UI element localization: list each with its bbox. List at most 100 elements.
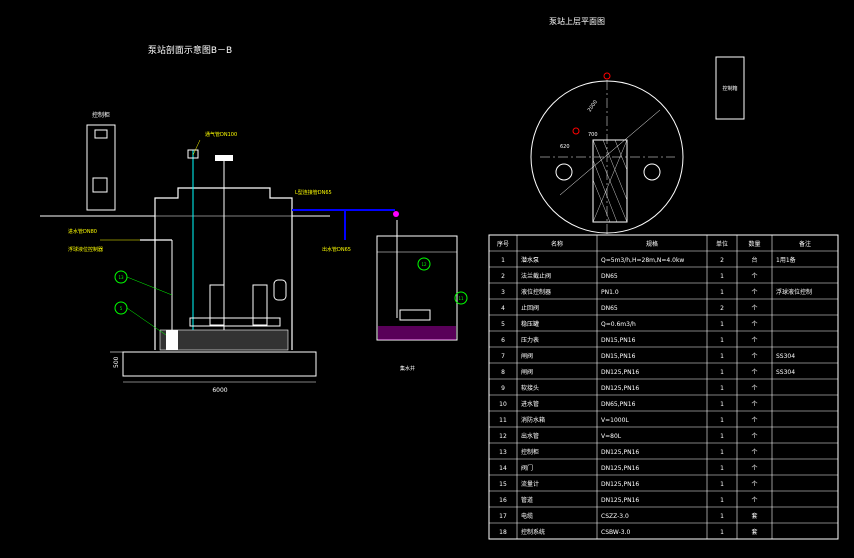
vent-note: 通气管DN100 bbox=[205, 131, 237, 138]
table-cell: 控制系统 bbox=[521, 528, 545, 536]
inlet-note: 进水管DN80 bbox=[68, 228, 97, 235]
table-cell: 6 bbox=[501, 337, 505, 344]
table-cell: 2 bbox=[501, 273, 505, 280]
table-cell: 1 bbox=[720, 449, 724, 456]
table-cell: 2 bbox=[720, 257, 724, 264]
top-box-label: 控制箱 bbox=[722, 85, 737, 92]
table-border bbox=[488, 234, 839, 540]
table-cell: DN125,PN16 bbox=[601, 481, 639, 488]
cabinet-panel bbox=[94, 129, 108, 139]
table-cell: 个 bbox=[751, 497, 757, 504]
float-note: 浮球液位控制器 bbox=[68, 246, 103, 253]
control-cabinet bbox=[86, 124, 116, 211]
table-cell: 台 bbox=[751, 256, 757, 264]
cabinet-label: 控制柜 bbox=[92, 111, 110, 119]
tank-sediment bbox=[378, 326, 456, 340]
callout-4-text: 11 bbox=[458, 296, 464, 301]
table-cell: 法兰截止阀 bbox=[521, 272, 551, 280]
table-cell: 阀门 bbox=[521, 464, 533, 472]
table-cell: 18 bbox=[499, 529, 507, 536]
table-cell: 1 bbox=[720, 465, 724, 472]
table-cell: DN15,PN16 bbox=[601, 353, 636, 360]
table-cell: 12 bbox=[499, 433, 507, 440]
table-cell: 3 bbox=[501, 289, 505, 296]
plan-title: 泵站上层平面图 bbox=[549, 16, 605, 26]
riser-cap bbox=[215, 155, 233, 161]
table-cell: V=1000L bbox=[601, 417, 629, 424]
table-cell: 个 bbox=[751, 337, 757, 344]
table-cell: 出水管 bbox=[521, 432, 539, 440]
callout-2-text: 5 bbox=[120, 306, 123, 311]
table-cell: Q=5m3/h,H=28m,N=4.0kw bbox=[601, 257, 684, 264]
table-cell: DN125,PN16 bbox=[601, 449, 639, 456]
table-cell: 1 bbox=[720, 529, 724, 536]
table-cell: Q=0.6m3/h bbox=[601, 321, 636, 328]
table-header-cell: 名称 bbox=[551, 240, 563, 248]
cabinet-door bbox=[92, 177, 108, 193]
table-cell: PN1.0 bbox=[601, 289, 619, 296]
gravel-bed bbox=[159, 329, 289, 351]
table-cell: 1 bbox=[720, 385, 724, 392]
table-header-cell: 单位 bbox=[716, 240, 728, 248]
tank-pipe-note: 出水管DN65 bbox=[322, 246, 351, 253]
table-cell: 流量计 bbox=[521, 480, 539, 488]
table-cell: 个 bbox=[751, 353, 757, 360]
tank-body bbox=[376, 235, 458, 341]
table-header-cell: 数量 bbox=[748, 240, 760, 248]
section-title: 泵站剖面示意图B－B bbox=[148, 44, 232, 56]
table-cell: 压力表 bbox=[521, 336, 539, 344]
table-cell: DN65,PN16 bbox=[601, 401, 636, 408]
table-cell: 消防水箱 bbox=[521, 416, 545, 424]
table-cell: 软接头 bbox=[521, 384, 539, 392]
pump-1 bbox=[209, 284, 225, 326]
table-cell: 个 bbox=[751, 449, 757, 456]
table-cell: 个 bbox=[751, 417, 757, 424]
plan-hatch bbox=[592, 139, 628, 223]
table-cell: 1 bbox=[720, 321, 724, 328]
table-cell: 止回阀 bbox=[521, 304, 539, 312]
table-cell: 13 bbox=[499, 449, 507, 456]
table-cell: 1 bbox=[720, 401, 724, 408]
table-cell: 个 bbox=[751, 289, 757, 296]
table-cell: CSBW-3.0 bbox=[601, 529, 630, 536]
table-cell: 1 bbox=[720, 289, 724, 296]
table-cell: 电缆 bbox=[521, 512, 533, 520]
tank-view: 12 11 集水井 bbox=[376, 220, 468, 372]
table-cell: 1用1备 bbox=[776, 256, 796, 264]
table-cell: DN65 bbox=[601, 305, 618, 312]
table-cell: 10 bbox=[499, 401, 507, 408]
callout-3 bbox=[417, 257, 431, 271]
plan-diagonal bbox=[559, 109, 661, 196]
table-cell: DN15,PN16 bbox=[601, 337, 636, 344]
table-cell: 套 bbox=[751, 512, 757, 520]
table-cell: 1 bbox=[720, 417, 724, 424]
table-cell: 个 bbox=[751, 273, 757, 280]
table-cell: DN65 bbox=[601, 273, 618, 280]
table-cell: 17 bbox=[499, 513, 507, 520]
table-cell: 潜水泵 bbox=[521, 256, 539, 264]
table-cell: 个 bbox=[751, 385, 757, 392]
pressure-tank bbox=[273, 279, 287, 301]
callout-1-leader bbox=[126, 276, 173, 296]
table-cell: 1 bbox=[720, 273, 724, 280]
vent-cap bbox=[187, 149, 199, 159]
plan-dim-a: 700 bbox=[588, 132, 598, 138]
table-cell: 2 bbox=[720, 305, 724, 312]
table-cell: 稳压罐 bbox=[521, 320, 539, 328]
table-cell: V=80L bbox=[601, 433, 622, 440]
callout-4 bbox=[454, 291, 468, 305]
ground-pipe-note: L型连接管DN65 bbox=[295, 189, 332, 196]
table-cell: 个 bbox=[751, 433, 757, 440]
table-header-cell: 备注 bbox=[799, 240, 811, 248]
table-cell: 1 bbox=[501, 257, 505, 264]
table-cell: 个 bbox=[751, 369, 757, 376]
table-cell: 1 bbox=[720, 337, 724, 344]
callout-1-text: 13 bbox=[118, 275, 124, 280]
vent-leader bbox=[192, 139, 201, 156]
table-cell: 9 bbox=[501, 385, 505, 392]
table-cell: SS304 bbox=[776, 369, 795, 376]
pump-2 bbox=[252, 284, 268, 326]
table-header-cell: 序号 bbox=[497, 240, 509, 248]
plan-dim-b: 620 bbox=[560, 144, 570, 150]
